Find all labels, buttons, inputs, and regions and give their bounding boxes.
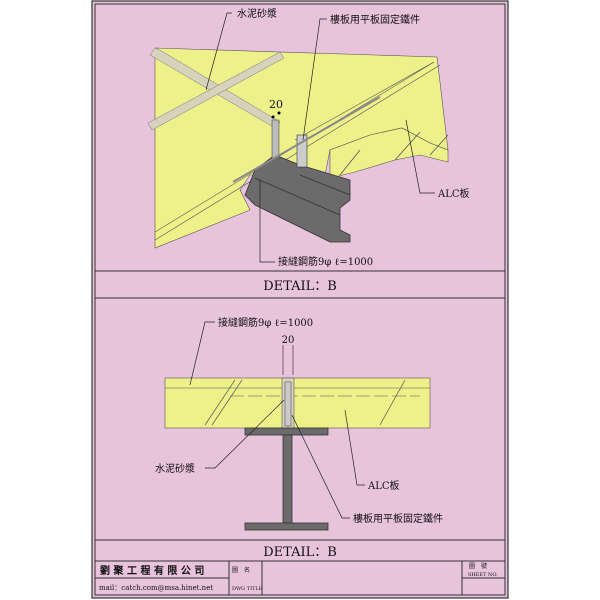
dwg-title-label-zh: 圖 名 [232,566,250,574]
title-block: 劉 聚 工 程 有 限 公 司 mail：catch.com@msa.hinet… [95,561,505,595]
label-alc-bottom: ALC板 [367,479,400,492]
label-alc-top: ALC板 [437,187,470,200]
sheet-no-label-en: SHEET NO. [468,572,498,578]
steel-beam-top-flange [244,427,329,436]
label-rebar-top: 接縫鋼筋9φ ℓ=1000 [278,255,373,268]
steel-beam-web [282,434,293,524]
label-mortar-top: 水泥砂漿 [237,7,277,20]
inner-frame [94,3,506,596]
alc-panel-edge [329,127,449,179]
rebar-iso [232,96,381,183]
dwg-title-label-en: DWG TITLE [232,586,263,592]
alc-panel-section [164,377,431,429]
detail-caption-top: DETAIL：B [263,279,337,294]
label-fixing-plate-top: 樓板用平板固定鐵件 [330,13,420,26]
label-rebar-bottom: 接縫鋼筋9φ ℓ=1000 [218,316,313,329]
mortar-joint-iso-2 [147,51,285,131]
dimension-label-top: 20 [269,98,283,111]
fixing-plate-iso [296,134,308,168]
mortar-post-iso [271,119,280,159]
steel-beam-bottom-flange [244,522,329,531]
company-email: mail：catch.com@msa.hinet.net [99,584,213,592]
label-mortar-bottom: 水泥砂漿 [155,462,195,475]
company-name: 劉 聚 工 程 有 限 公 司 [100,564,204,577]
top-isometric-detail: 20 水泥砂漿 樓板用平板固定鐵件 ALC板 接縫鋼筋9φ ℓ=1000 [147,7,470,268]
bottom-section-detail: 20 接縫鋼筋9φ ℓ=1000 水泥砂漿 ALC板 樓板用平板固定鐵件 [155,316,443,531]
detail-caption-bottom: DETAIL：B [263,545,337,560]
fixing-plate-section [284,381,292,427]
sheet-no-label-zh: 圖 號 [469,562,487,570]
label-fixing-plate-bottom: 樓板用平板固定鐵件 [353,512,443,525]
dimension-label-bottom: 20 [282,335,295,346]
